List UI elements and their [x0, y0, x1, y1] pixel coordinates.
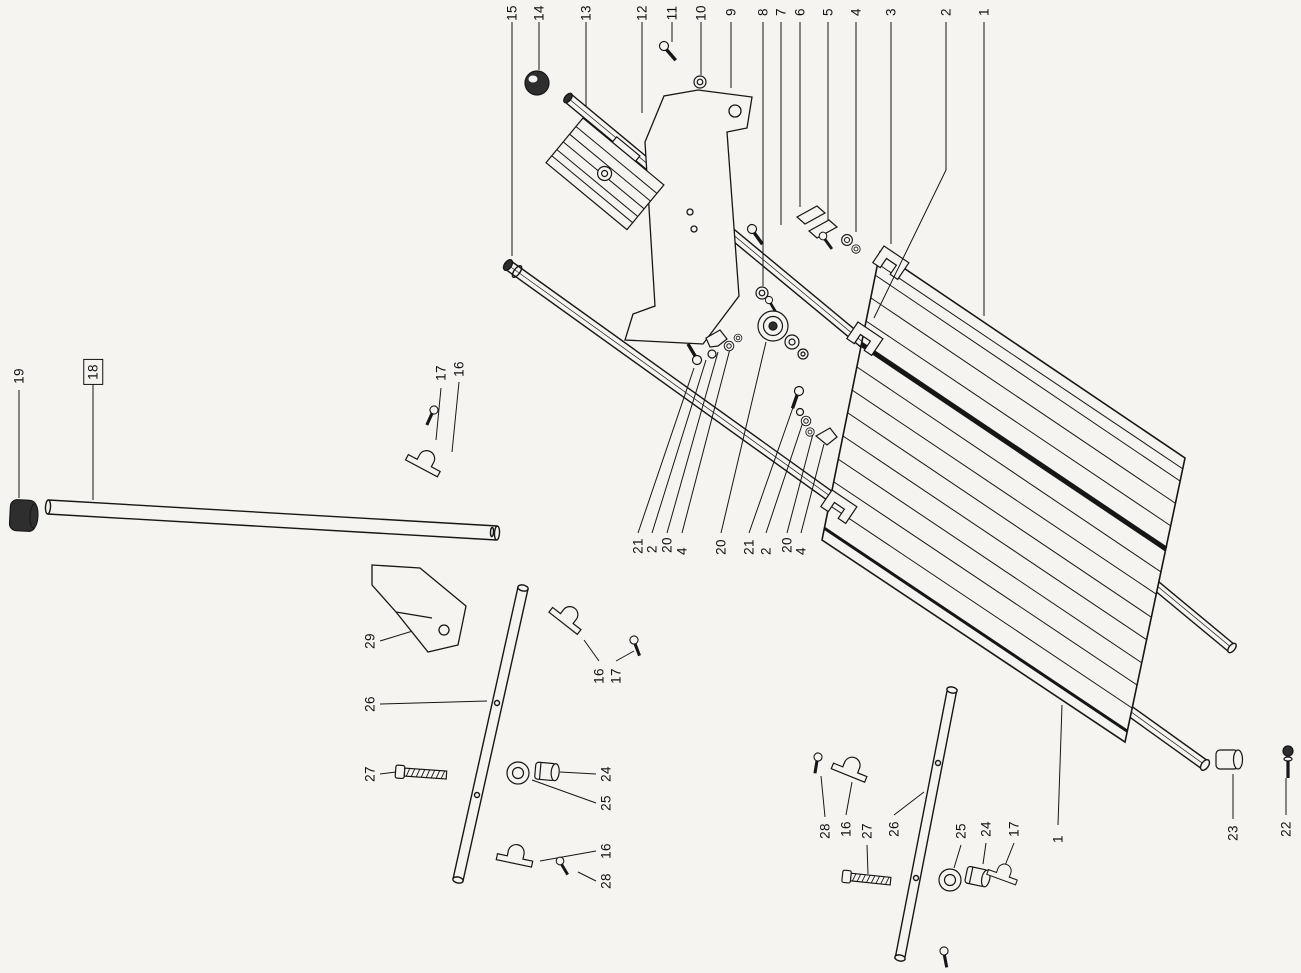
part-callout: 20	[779, 537, 795, 553]
part-callout: 22	[1278, 821, 1294, 837]
part-callout: 4	[848, 8, 864, 16]
part-callout: 28	[598, 873, 614, 889]
support-strut-right	[894, 686, 958, 962]
part-callout: 20	[713, 539, 729, 555]
part-callout: 10	[693, 5, 709, 21]
part-callout: 27	[859, 823, 875, 839]
part-callout: 4	[674, 547, 690, 555]
part-callout: 25	[953, 823, 969, 839]
part-callout: 25	[598, 795, 614, 811]
end-hardware-right	[1215, 745, 1294, 778]
base-plate	[624, 89, 753, 345]
leader-lines	[18, 22, 1287, 882]
part-callout: 12	[634, 5, 650, 21]
table-extrusion	[821, 250, 1186, 744]
rod-end-cap	[8, 499, 39, 532]
strut-hardware-left	[394, 596, 649, 877]
part-callout: 6	[792, 8, 808, 16]
part-callout: 14	[531, 5, 547, 21]
part-callout: 4	[793, 547, 809, 555]
part-callout: 1	[976, 8, 992, 16]
part-callout: 15	[504, 5, 520, 21]
part-callout: 23	[1225, 825, 1241, 841]
part-callout: 16	[591, 668, 607, 684]
part-callout: 9	[723, 8, 739, 16]
hardware-cluster-top	[655, 39, 861, 315]
part-callout: 11	[664, 5, 680, 21]
angle-bracket	[371, 564, 467, 653]
part-callout: 16	[598, 843, 614, 859]
part-callout: 21	[741, 539, 757, 555]
adjustment-knob	[524, 70, 550, 96]
part-callout: 19	[11, 368, 27, 384]
part-callout: 27	[362, 766, 378, 782]
support-rod	[44, 499, 501, 541]
part-callout: 24	[978, 821, 994, 837]
part-callout: 17	[433, 365, 449, 381]
part-callout: 2	[758, 547, 774, 555]
part-callout: 7	[773, 8, 789, 16]
clamp-profile-block	[545, 117, 665, 231]
part-callout: 13	[578, 5, 594, 21]
strut-hardware-center	[805, 749, 892, 888]
part-callout: 20	[659, 537, 675, 553]
part-callout: 5	[820, 8, 836, 16]
part-callout: 26	[362, 696, 378, 712]
part-callout: 17	[1006, 821, 1022, 837]
strut-hardware-right	[932, 858, 1022, 969]
part-callout: 1	[1050, 835, 1066, 843]
part-callout: 26	[886, 821, 902, 837]
hardware-cluster-center	[680, 310, 838, 446]
part-callout: 16	[451, 361, 467, 377]
part-callout: 17	[608, 668, 624, 684]
part-callout: 2	[644, 545, 660, 553]
part-callout: 29	[362, 633, 378, 649]
part-callout: 16	[838, 821, 854, 837]
part-callout: 21	[630, 538, 646, 554]
part-callout: 24	[598, 766, 614, 782]
support-strut-left	[452, 584, 529, 884]
part-callout-boxed: 18	[83, 359, 103, 385]
part-callout: 28	[817, 823, 833, 839]
part-callout: 8	[755, 8, 771, 16]
part-callout: 2	[938, 8, 954, 16]
saddle-clamp-upper	[404, 403, 447, 478]
part-callout: 3	[883, 8, 899, 16]
